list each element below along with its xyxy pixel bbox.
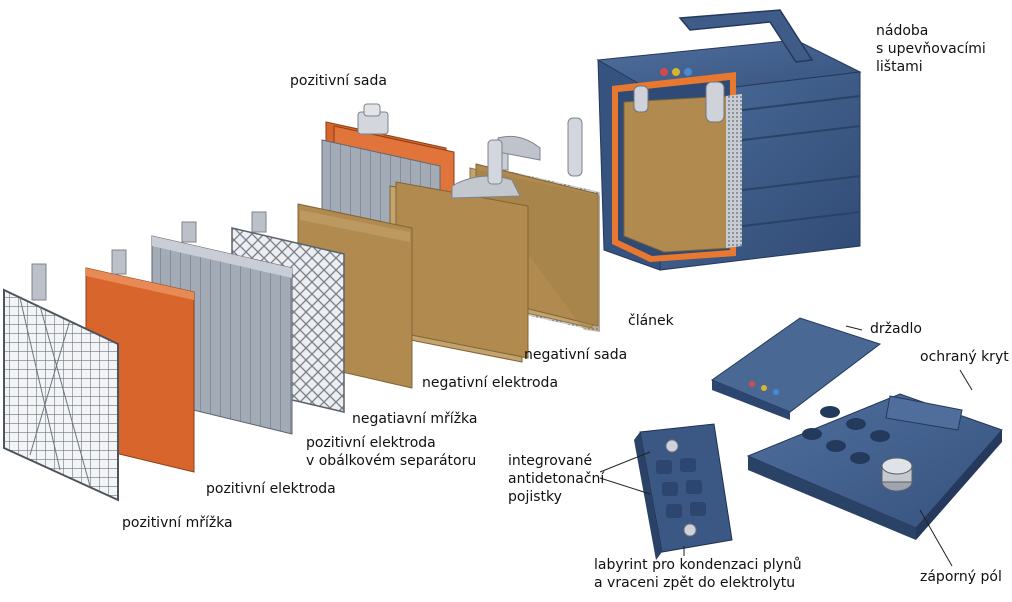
label-container-line1: nádoba — [876, 23, 929, 39]
label-positive-set-text: pozitivní sada — [290, 73, 387, 89]
label-positive-electrode-envelope-line2: v obálkovém separátoru — [306, 453, 477, 469]
battery-case — [596, 9, 862, 271]
label-negative-grid-text: negatiavní mřížka — [352, 411, 478, 427]
label-container-line3: lištami — [876, 59, 923, 75]
label-container: nádoba s upevňovacími lištami — [876, 22, 986, 76]
label-labyrinth: labyrint pro kondenzaci plynů a vraceni … — [594, 556, 802, 592]
positive-grid — [3, 263, 119, 502]
label-negative-electrode: negativní elektroda — [422, 374, 558, 392]
label-positive-electrode-text: pozitivní elektroda — [206, 481, 336, 497]
label-protective-cover: ochraný kryt — [920, 348, 1009, 366]
label-positive-electrode: pozitivní elektroda — [206, 480, 336, 498]
label-protective-cover-text: ochraný kryt — [920, 349, 1009, 365]
label-positive-electrode-envelope: pozitivní elektroda v obálkovém separáto… — [306, 434, 476, 470]
label-negative-set: negativní sada — [524, 346, 627, 364]
label-anti-detonation-fuses-line3: pojistky — [508, 489, 562, 505]
labyrinth-part — [634, 423, 733, 560]
label-anti-detonation-fuses: integrované antidetonační pojistky — [508, 452, 604, 506]
label-labyrinth-line1: labyrint pro kondenzaci plynů — [594, 557, 802, 573]
label-positive-grid-text: pozitivní mřížka — [122, 515, 233, 531]
label-negative-set-text: negativní sada — [524, 347, 628, 363]
label-negative-pole: záporný pól — [920, 568, 1002, 586]
label-cell-text: článek — [628, 313, 674, 329]
label-container-line2: s upevňovacími — [876, 41, 986, 57]
negative-set-front — [389, 139, 529, 363]
label-negative-pole-text: záporný pól — [920, 569, 1002, 585]
label-labyrinth-line2: a vraceni zpět do elektrolytu — [594, 575, 796, 591]
label-handle: držadlo — [870, 320, 922, 338]
label-anti-detonation-fuses-line1: integrované — [508, 453, 593, 469]
label-positive-grid: pozitivní mřížka — [122, 514, 233, 532]
label-positive-set: pozitivní sada — [290, 72, 387, 90]
label-negative-electrode-text: negativní elektroda — [422, 375, 559, 391]
leader-lines — [599, 325, 973, 567]
label-cell: článek — [628, 312, 674, 330]
label-handle-text: držadlo — [870, 321, 922, 337]
lid-assembly — [710, 317, 1003, 540]
label-anti-detonation-fuses-line2: antidetonační — [508, 471, 605, 487]
label-positive-electrode-envelope-line1: pozitivní elektroda — [306, 435, 436, 451]
label-negative-grid: negatiavní mřížka — [352, 410, 477, 428]
